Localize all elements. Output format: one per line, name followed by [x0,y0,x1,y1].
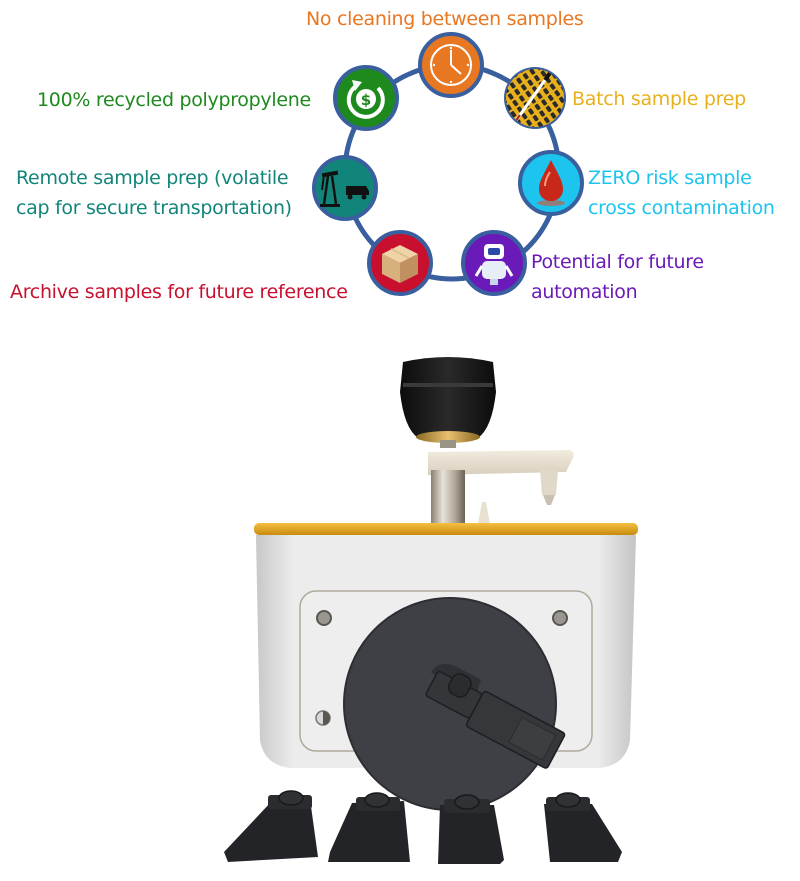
post [431,470,465,524]
benefit-label-automation-line2: automation [531,281,638,303]
benefit-label-zero-risk-line1: ZERO risk sample [588,167,752,189]
benefit-label-remote-prep-line1: Remote sample prep (volatile [16,167,289,189]
oil-pump-truck-icon [312,155,378,221]
knob [400,357,496,448]
clock-icon [418,32,484,98]
drop-icon [518,150,584,216]
sample-cup [544,792,622,862]
batch-tray-pipette-icon [504,67,566,129]
benefit-label-remote-prep-line2: cap for secure transportation) [16,197,292,219]
benefit-label-automation-line1: Potential for future [531,251,704,273]
benefit-label-zero-risk-line2: cross contamination [588,197,775,219]
benefit-label-batch-prep: Batch sample prep [572,88,746,110]
benefit-label-no-cleaning: No cleaning between samples [306,8,584,30]
sample-clip [425,663,566,769]
product-photo [224,357,638,864]
robot-icon [461,230,527,296]
svg-text:$: $ [361,91,371,109]
benefit-label-recycled: 100% recycled polypropylene [37,89,311,111]
screw-left [316,610,332,626]
gold-top-rim [254,523,638,535]
nozzle [478,502,490,524]
box-icon [367,230,433,296]
sample-cup [328,792,410,862]
screw-right [552,610,568,626]
arm [428,450,574,505]
recycle-dollar-icon: $ [333,65,399,131]
sample-cup [438,794,504,864]
sample-cup [224,790,318,862]
benefit-label-archive: Archive samples for future reference [10,281,348,303]
